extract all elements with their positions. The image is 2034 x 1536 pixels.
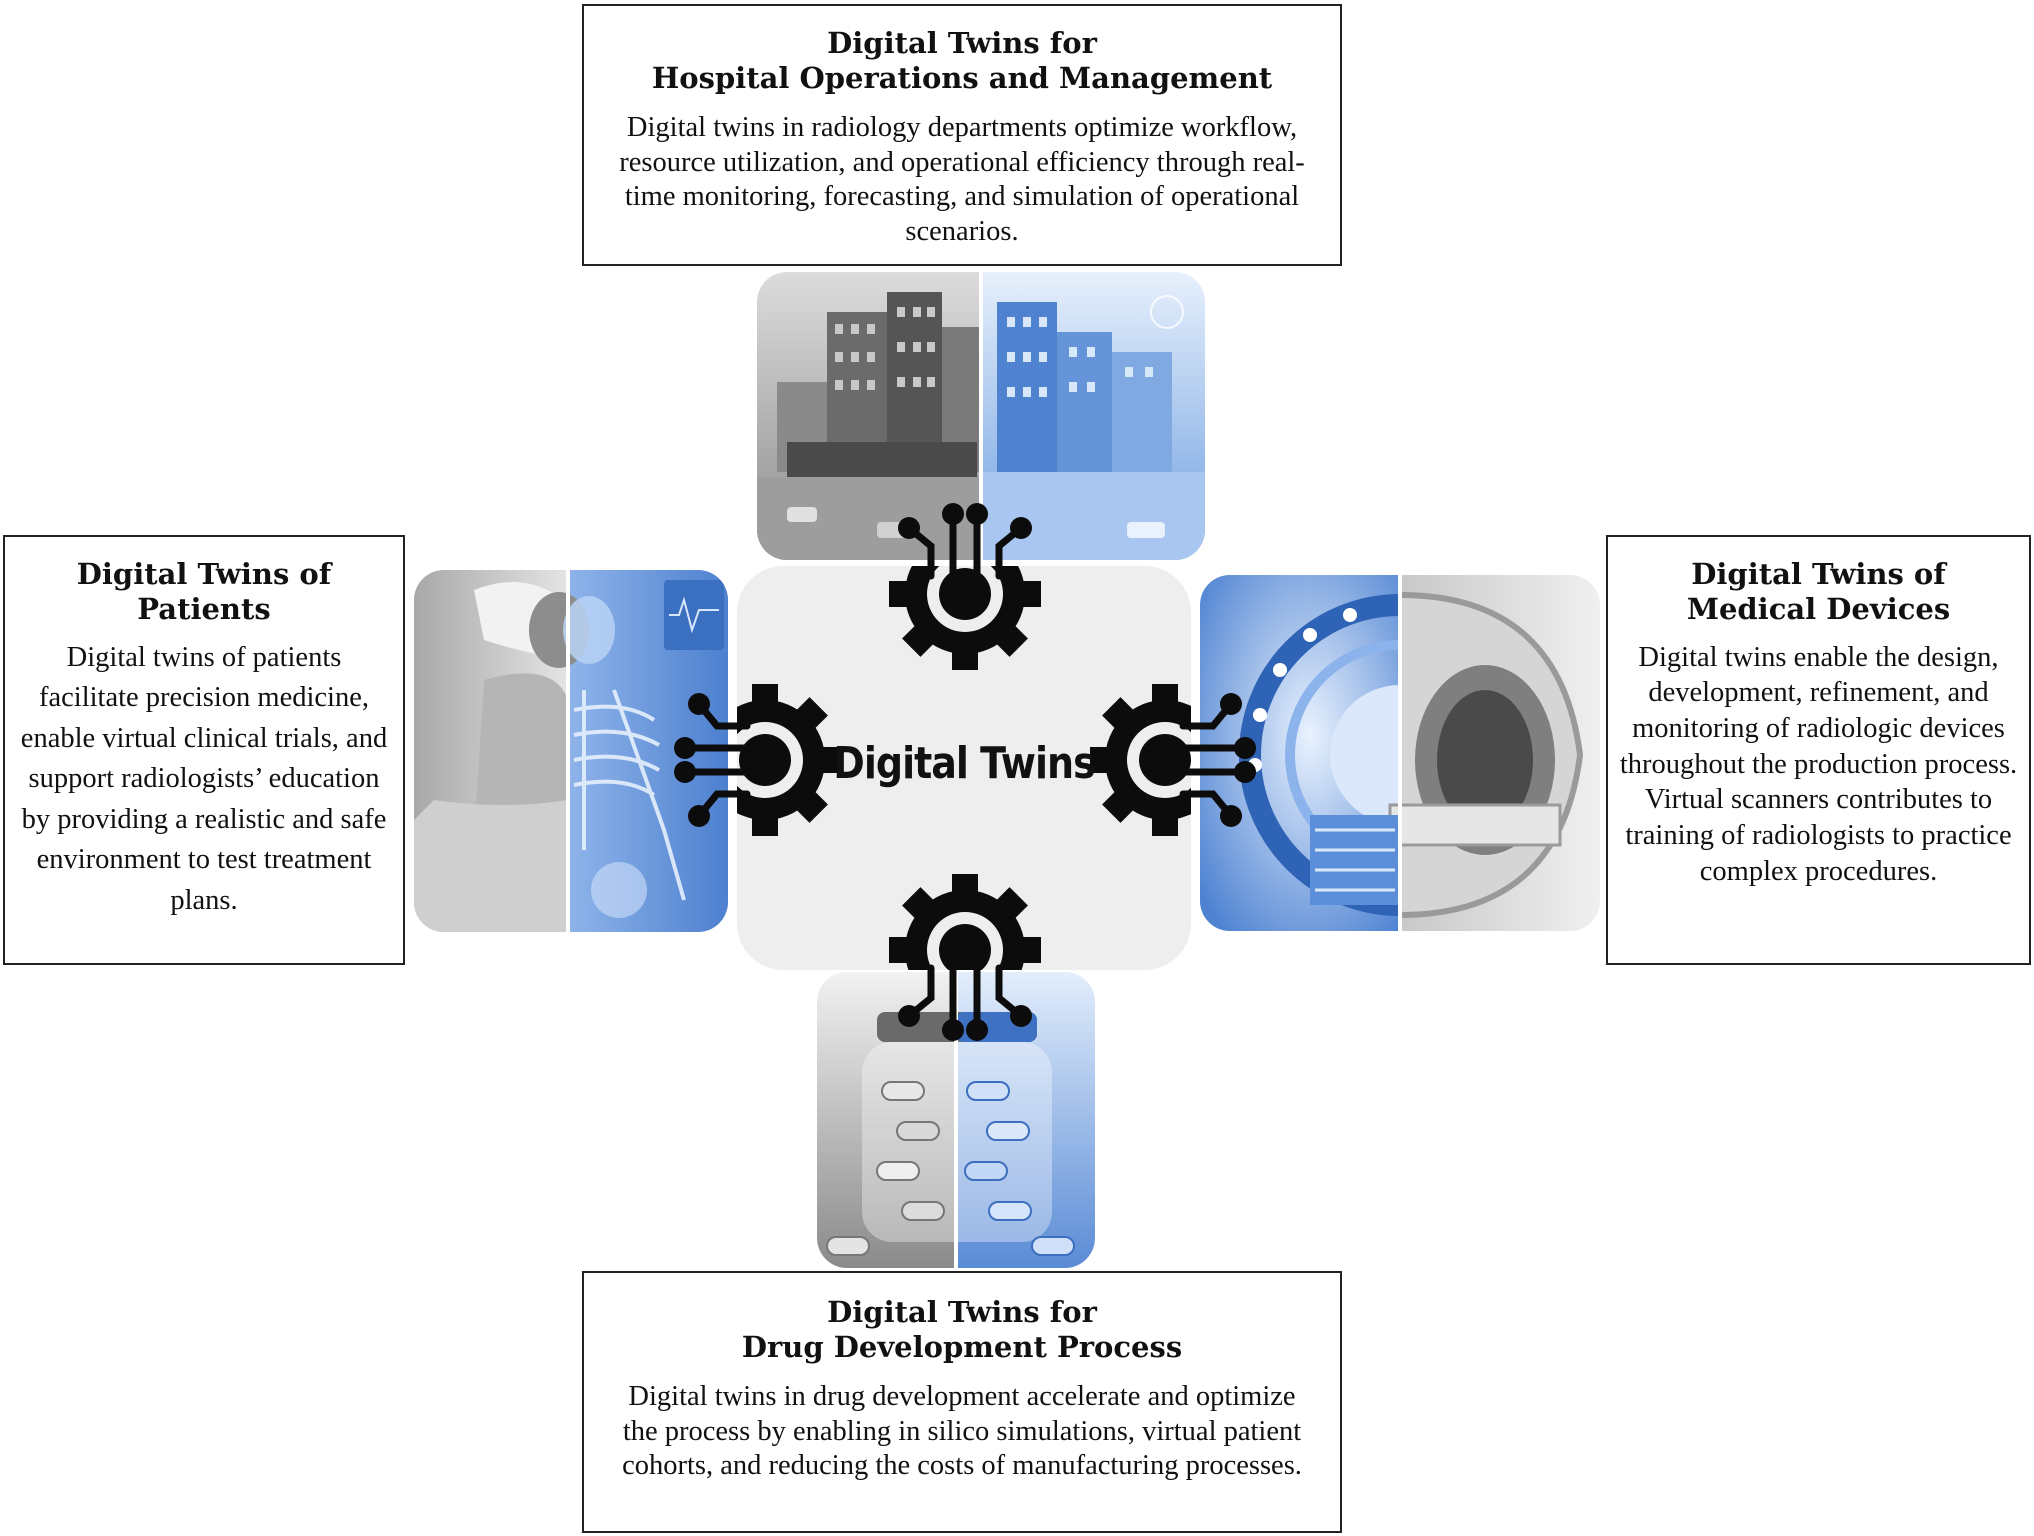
patient-xray-image [414,570,728,932]
drug-box-title: Digital Twins for Drug Development Proce… [614,1295,1310,1366]
gear-circuit-icon [889,503,1041,670]
patients-box: Digital Twins of Patients Digital twins … [3,535,405,965]
center-title: Digital Twins [833,737,1095,789]
hospital-building-image [757,272,1205,560]
patients-box-title: Digital Twins of Patients [17,557,391,628]
devices-box-body: Digital twins enable the design, develop… [1619,641,2018,887]
hospital-title-line2: Hospital Operations and Management [651,61,1273,96]
hospital-operations-box: Digital Twins for Hospital Operations an… [582,4,1342,266]
hospital-box-title: Digital Twins for Hospital Operations an… [614,26,1310,97]
hospital-box-body: Digital twins in radiology departments o… [619,111,1305,248]
devices-box-title: Digital Twins of Medical Devices [1618,557,2019,628]
hospital-title-line1: Digital Twins for [827,26,1097,60]
patients-title-line2: Patients [137,592,271,627]
patients-title-line1: Digital Twins of [76,557,332,591]
drug-box-body: Digital twins in drug development accele… [622,1380,1302,1482]
drug-title-line2: Drug Development Process [741,1330,1183,1365]
drug-development-box: Digital Twins for Drug Development Proce… [582,1271,1342,1533]
devices-title-line2: Medical Devices [1686,592,1951,627]
patients-box-body: Digital twins of patients facilitate pre… [20,641,388,916]
pill-bottle-image [817,972,1095,1268]
mri-scanner-image [1200,575,1600,931]
medical-devices-box: Digital Twins of Medical Devices Digital… [1606,535,2031,965]
gear-circuit-icon [889,874,1041,1041]
devices-title-line1: Digital Twins of [1691,557,1946,591]
drug-title-line1: Digital Twins for [827,1295,1097,1329]
